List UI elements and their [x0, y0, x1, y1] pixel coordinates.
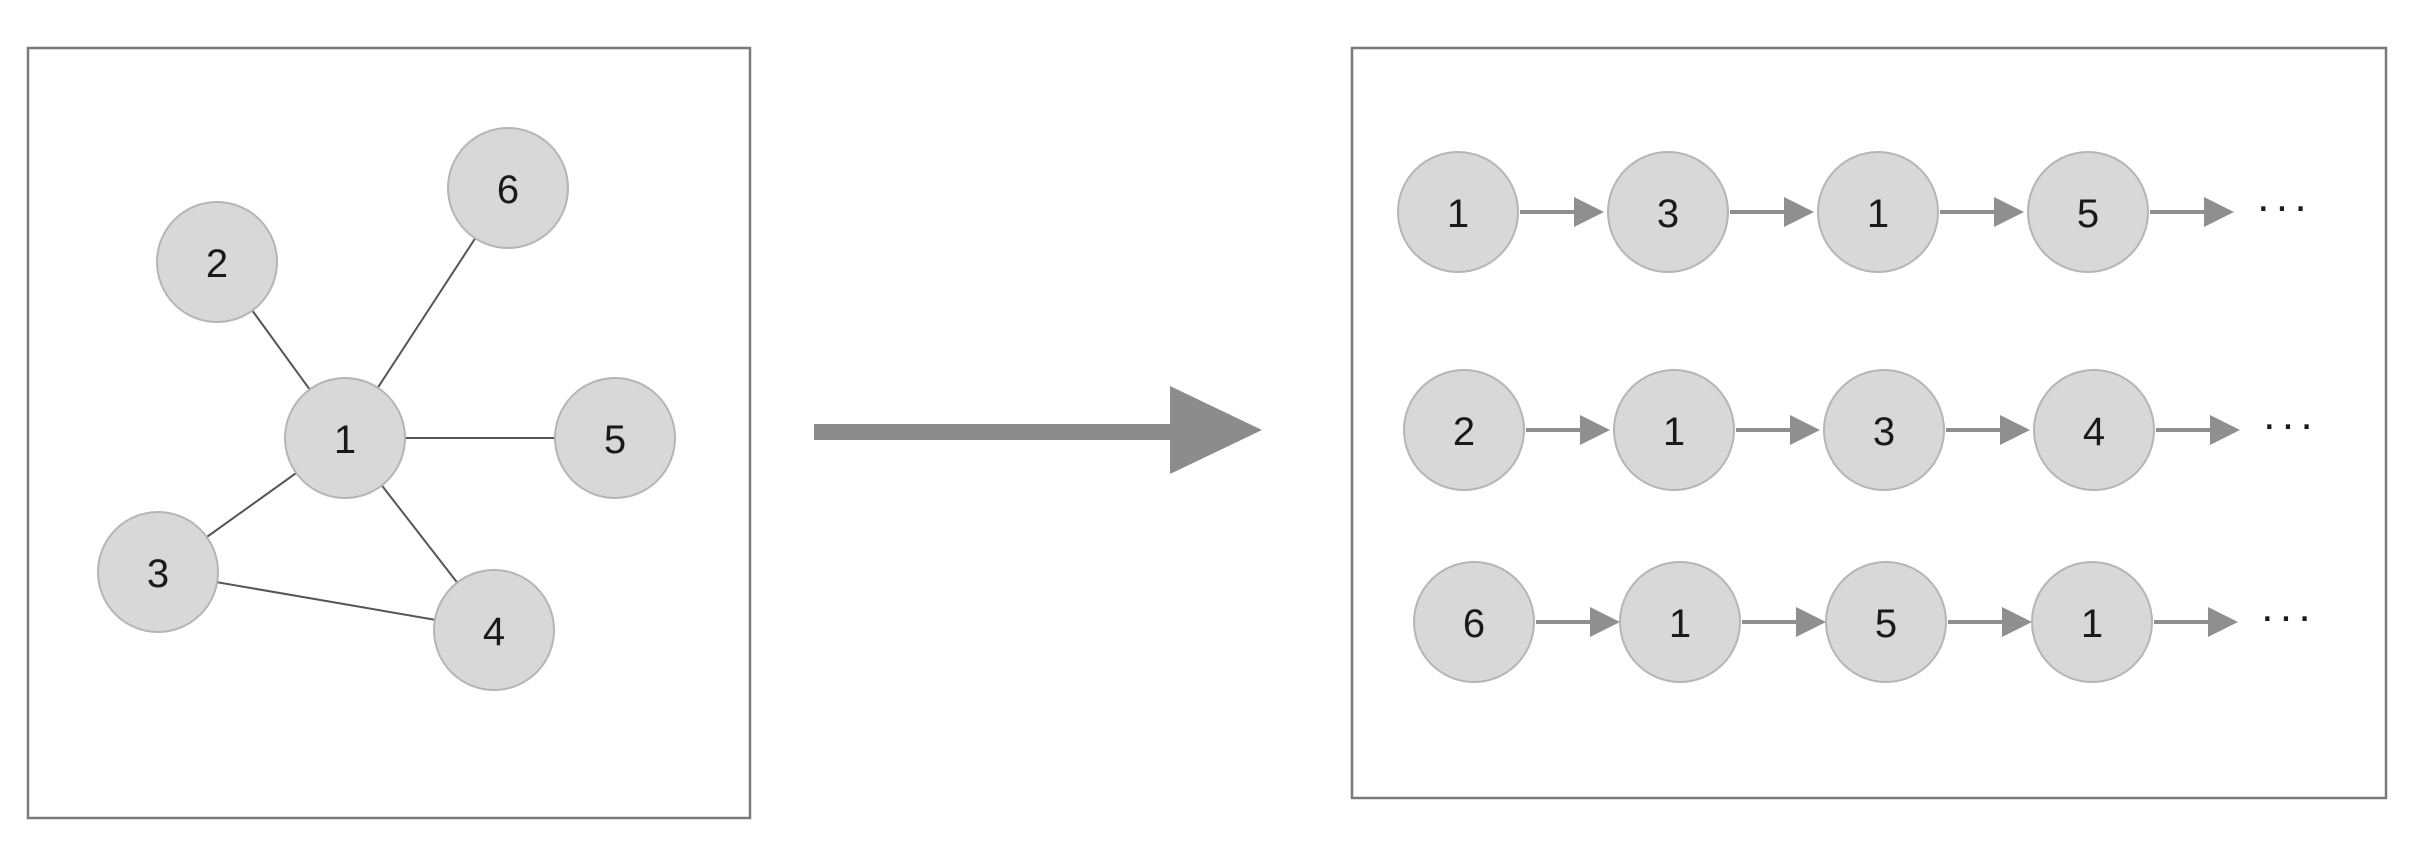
walk-node: 3 — [1823, 369, 1945, 491]
walk-node-label: 5 — [2077, 192, 2099, 236]
walk-step-arrow-head — [1994, 197, 2024, 227]
walk-node-circle — [1403, 369, 1525, 491]
transform-arrow-shaft — [814, 424, 1194, 440]
walk-node-circle — [1397, 151, 1519, 273]
walk-node: 2 — [1403, 369, 1525, 491]
walk-rows: 1 3 1 5 ··· 2 1 3 4 ··· 6 1 5 1 ··· — [1397, 151, 2318, 683]
walk-step-arrow-head — [1784, 197, 1814, 227]
walk-node-circle — [1825, 561, 1947, 683]
graph-node-label: 1 — [334, 418, 356, 462]
walk-node: 1 — [1817, 151, 1939, 273]
graph-nodes: 1 2 3 4 5 6 — [97, 127, 676, 691]
walk-continuation-ellipsis: ··· — [2262, 400, 2318, 449]
graph-node-3: 3 — [97, 511, 219, 633]
walk-node-circle — [1823, 369, 1945, 491]
walk-node-circle — [1413, 561, 1535, 683]
graph-node-label: 3 — [147, 552, 169, 596]
walk-node: 6 — [1413, 561, 1535, 683]
transform-arrow-head — [1170, 386, 1262, 474]
walk-step-arrow — [1536, 607, 1620, 637]
walk-node-circle — [1607, 151, 1729, 273]
walk-node-circle — [2031, 561, 2153, 683]
walk-node: 1 — [1397, 151, 1519, 273]
graph-node-5: 5 — [554, 377, 676, 499]
walk-node-label: 1 — [2081, 602, 2103, 646]
graph-node-6: 6 — [447, 127, 569, 249]
walk-step-arrow-head — [1590, 607, 1620, 637]
walk-row-3: 6 1 5 1 ··· — [1413, 561, 2316, 683]
walk-row-1: 1 3 1 5 ··· — [1397, 151, 2312, 273]
walk-step-arrow — [1946, 415, 2030, 445]
walk-node-label: 6 — [1463, 602, 1485, 646]
walk-node-label: 2 — [1453, 410, 1475, 454]
walk-step-arrow — [1940, 197, 2024, 227]
walk-step-arrow — [1730, 197, 1814, 227]
graph-node-label: 4 — [483, 610, 505, 654]
transform-arrow — [814, 386, 1262, 474]
graph-node-circle — [554, 377, 676, 499]
walk-node: 1 — [1613, 369, 1735, 491]
walk-continuation-ellipsis: ··· — [2260, 592, 2316, 641]
walks-panel: 1 3 1 5 ··· 2 1 3 4 ··· 6 1 5 1 ··· — [1350, 46, 2388, 800]
walk-row-2: 2 1 3 4 ··· — [1403, 369, 2318, 491]
walk-node: 4 — [2033, 369, 2155, 491]
graph-node-label: 6 — [497, 168, 519, 212]
walk-node-label: 3 — [1657, 192, 1679, 236]
walk-step-arrow-head — [1790, 415, 1820, 445]
walk-node-label: 5 — [1875, 602, 1897, 646]
walk-node-label: 1 — [1447, 192, 1469, 236]
walk-node-label: 1 — [1663, 410, 1685, 454]
graph-node-label: 5 — [604, 418, 626, 462]
walk-step-arrow-head — [2204, 197, 2234, 227]
walk-node: 1 — [2031, 561, 2153, 683]
walk-node-circle — [2027, 151, 2149, 273]
walk-step-arrow-head — [2210, 415, 2240, 445]
walk-node-circle — [1817, 151, 1939, 273]
walk-node-label: 1 — [1669, 602, 1691, 646]
graph-node-4: 4 — [433, 569, 555, 691]
walk-step-arrow — [1948, 607, 2032, 637]
walk-step-arrow — [2150, 197, 2234, 227]
walk-continuation-ellipsis: ··· — [2256, 182, 2312, 231]
graph-node-circle — [97, 511, 219, 633]
graph-node-1: 1 — [284, 377, 406, 499]
walk-step-arrow-head — [2000, 415, 2030, 445]
walk-step-arrow-head — [1796, 607, 1826, 637]
walk-node: 5 — [2027, 151, 2149, 273]
graph-node-label: 2 — [206, 242, 228, 286]
walk-step-arrow-head — [2002, 607, 2032, 637]
walk-node-circle — [1613, 369, 1735, 491]
graph-node-circle — [284, 377, 406, 499]
walk-step-arrow-head — [1574, 197, 1604, 227]
graph-node-circle — [156, 201, 278, 323]
walk-node-circle — [1619, 561, 1741, 683]
walk-node: 5 — [1825, 561, 1947, 683]
walk-step-arrow — [1736, 415, 1820, 445]
graph-node-2: 2 — [156, 201, 278, 323]
walk-step-arrow — [1742, 607, 1826, 637]
walk-step-arrow — [1520, 197, 1604, 227]
walk-node: 1 — [1619, 561, 1741, 683]
walk-step-arrow — [2156, 415, 2240, 445]
walk-step-arrow — [2154, 607, 2238, 637]
graph-node-circle — [447, 127, 569, 249]
walk-node: 3 — [1607, 151, 1729, 273]
walk-node-label: 4 — [2083, 410, 2105, 454]
walk-step-arrow — [1526, 415, 1610, 445]
graph-panel: 1 2 3 4 5 6 — [26, 46, 752, 820]
walk-node-label: 1 — [1867, 192, 1889, 236]
walk-step-arrow-head — [2208, 607, 2238, 637]
walk-step-arrow-head — [1580, 415, 1610, 445]
walk-node-circle — [2033, 369, 2155, 491]
graph-node-circle — [433, 569, 555, 691]
walk-node-label: 3 — [1873, 410, 1895, 454]
